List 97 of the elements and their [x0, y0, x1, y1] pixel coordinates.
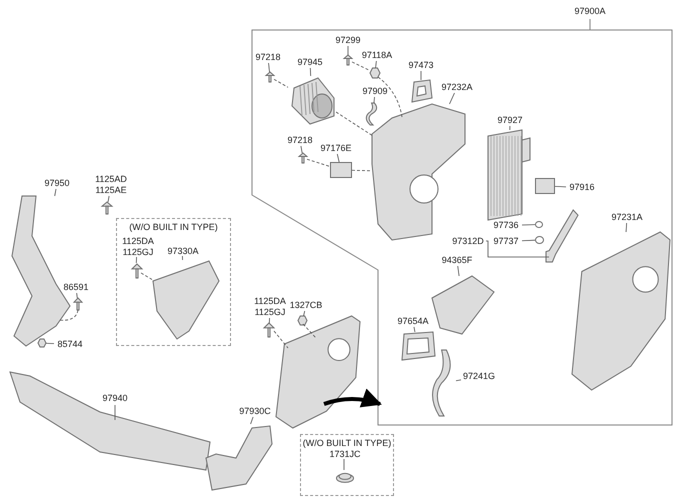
part-number: 97218 [284, 135, 316, 146]
leader-line [268, 318, 270, 324]
dashed-assembly-line [336, 112, 374, 136]
part-number: 97330A [165, 246, 201, 257]
part-number: 1125GJ [122, 247, 154, 258]
o-ring-drawing [535, 221, 543, 228]
part-number: 97118A [359, 50, 395, 61]
leader-line [303, 310, 306, 316]
part-number: 97312D [450, 236, 486, 247]
clip-drawing [38, 339, 46, 347]
leader-line [108, 196, 110, 202]
leader-line [456, 379, 462, 382]
part-number: 97473 [405, 60, 437, 71]
part-number: 97927 [494, 115, 526, 126]
dashed-group-box [300, 434, 394, 496]
gasket-drawing [400, 332, 435, 360]
leader-line [374, 96, 375, 104]
nut-drawing [370, 68, 380, 78]
resistor-drawing [330, 162, 352, 178]
heater-core-drawing [488, 130, 530, 220]
part-number: 97241G [461, 371, 497, 382]
arrow [323, 388, 382, 408]
leader-line [310, 68, 312, 76]
part-number: 97232A [439, 82, 475, 93]
leader-line [509, 126, 510, 130]
leader-line [54, 188, 56, 196]
leader-line [457, 266, 460, 276]
dashed-assembly-line [352, 170, 372, 172]
leader-line [486, 240, 550, 258]
dashed-group-box [116, 218, 231, 346]
actuator-drawing [535, 178, 555, 194]
leader-line [626, 222, 628, 232]
part-number: 97950 [41, 178, 73, 189]
part-number: 1731JC [327, 449, 363, 460]
part-number: 86591 [60, 282, 92, 293]
gasket-drawing [410, 80, 432, 102]
part-number: 1125GJ [254, 307, 286, 318]
plug-drawing [336, 471, 354, 483]
leader-line [336, 154, 340, 162]
leader-line [375, 60, 377, 68]
leader-line [554, 186, 566, 188]
bracket-drawing [153, 261, 219, 339]
leader-line [76, 292, 78, 298]
part-number: 97916 [566, 182, 598, 193]
part-number: 97940 [99, 393, 131, 404]
part-number: 1125AD [94, 174, 128, 185]
screw-drawing [266, 72, 274, 82]
part-number: 1327CB [288, 300, 324, 311]
part-number: 97737 [490, 236, 522, 247]
leader-line [522, 240, 536, 242]
part-number: 97945 [294, 57, 326, 68]
o-ring-drawing [535, 236, 544, 244]
leader-line [449, 92, 455, 104]
screw-drawing [299, 153, 307, 163]
leader-line [250, 416, 254, 424]
dashed-assembly-line [306, 158, 330, 167]
leader-line [114, 404, 116, 420]
floor-duct-drawing [10, 372, 210, 470]
group-heading: (W/O BUILT IN TYPE) [128, 222, 219, 232]
part-number: 1125DA [253, 296, 287, 307]
part-number: 97654A [395, 316, 431, 327]
leader-line [420, 70, 422, 80]
dashed-assembly-line [140, 272, 152, 280]
dashed-assembly-line [352, 62, 370, 71]
screw-drawing [344, 55, 352, 65]
part-number: 97231A [609, 212, 645, 223]
dashed-assembly-line [302, 324, 316, 338]
leader-line [268, 62, 270, 72]
leader-line [46, 342, 54, 344]
part-number: 97736 [490, 220, 522, 231]
leader-line [414, 326, 416, 332]
rear-duct-drawing [206, 424, 272, 490]
dashed-assembly-line [274, 330, 288, 348]
part-number: 97900A [573, 6, 607, 16]
part-number: 1125AE [94, 185, 128, 196]
leader-line [300, 146, 303, 154]
group-heading: (W/O BUILT IN TYPE) [302, 438, 392, 448]
leader-line [522, 224, 536, 226]
part-number: 97909 [359, 86, 391, 97]
part-number: 1125DA [121, 236, 155, 247]
dashed-assembly-line [274, 78, 288, 88]
part-number: 97176E [318, 143, 354, 154]
clip-drawing [74, 298, 82, 310]
leader-line [136, 256, 137, 264]
tray-drawing [432, 276, 494, 334]
part-number: 97930C [237, 406, 273, 417]
part-number: 97299 [332, 35, 364, 46]
hose-drawing [366, 103, 380, 125]
pipe-drawing [546, 210, 578, 262]
dashed-assembly-line [378, 76, 402, 118]
heater-case-drawing [572, 232, 670, 390]
part-number: 94365F [439, 255, 475, 266]
leader-line [182, 256, 183, 260]
part-number: 97218 [252, 52, 284, 63]
bolt-drawing [132, 264, 142, 278]
part-number: 85744 [54, 339, 86, 350]
bolt-drawing [102, 202, 112, 214]
